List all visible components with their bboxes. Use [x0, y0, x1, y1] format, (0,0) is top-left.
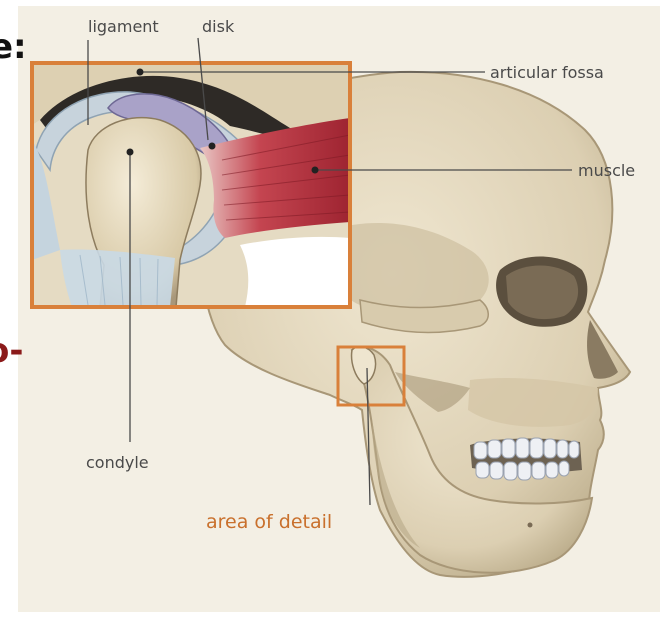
- detail-inset: [32, 63, 350, 307]
- edge-fragment-middle: o-: [0, 331, 23, 371]
- label-disk: disk: [202, 17, 235, 36]
- edge-fragment-top: e:: [0, 27, 27, 67]
- teeth: [470, 438, 582, 480]
- label-ligament: ligament: [88, 17, 159, 36]
- label-muscle: muscle: [578, 161, 635, 180]
- label-area-of-detail: area of detail: [206, 511, 332, 533]
- label-condyle: condyle: [86, 453, 149, 472]
- label-articular-fossa: articular fossa: [490, 63, 604, 82]
